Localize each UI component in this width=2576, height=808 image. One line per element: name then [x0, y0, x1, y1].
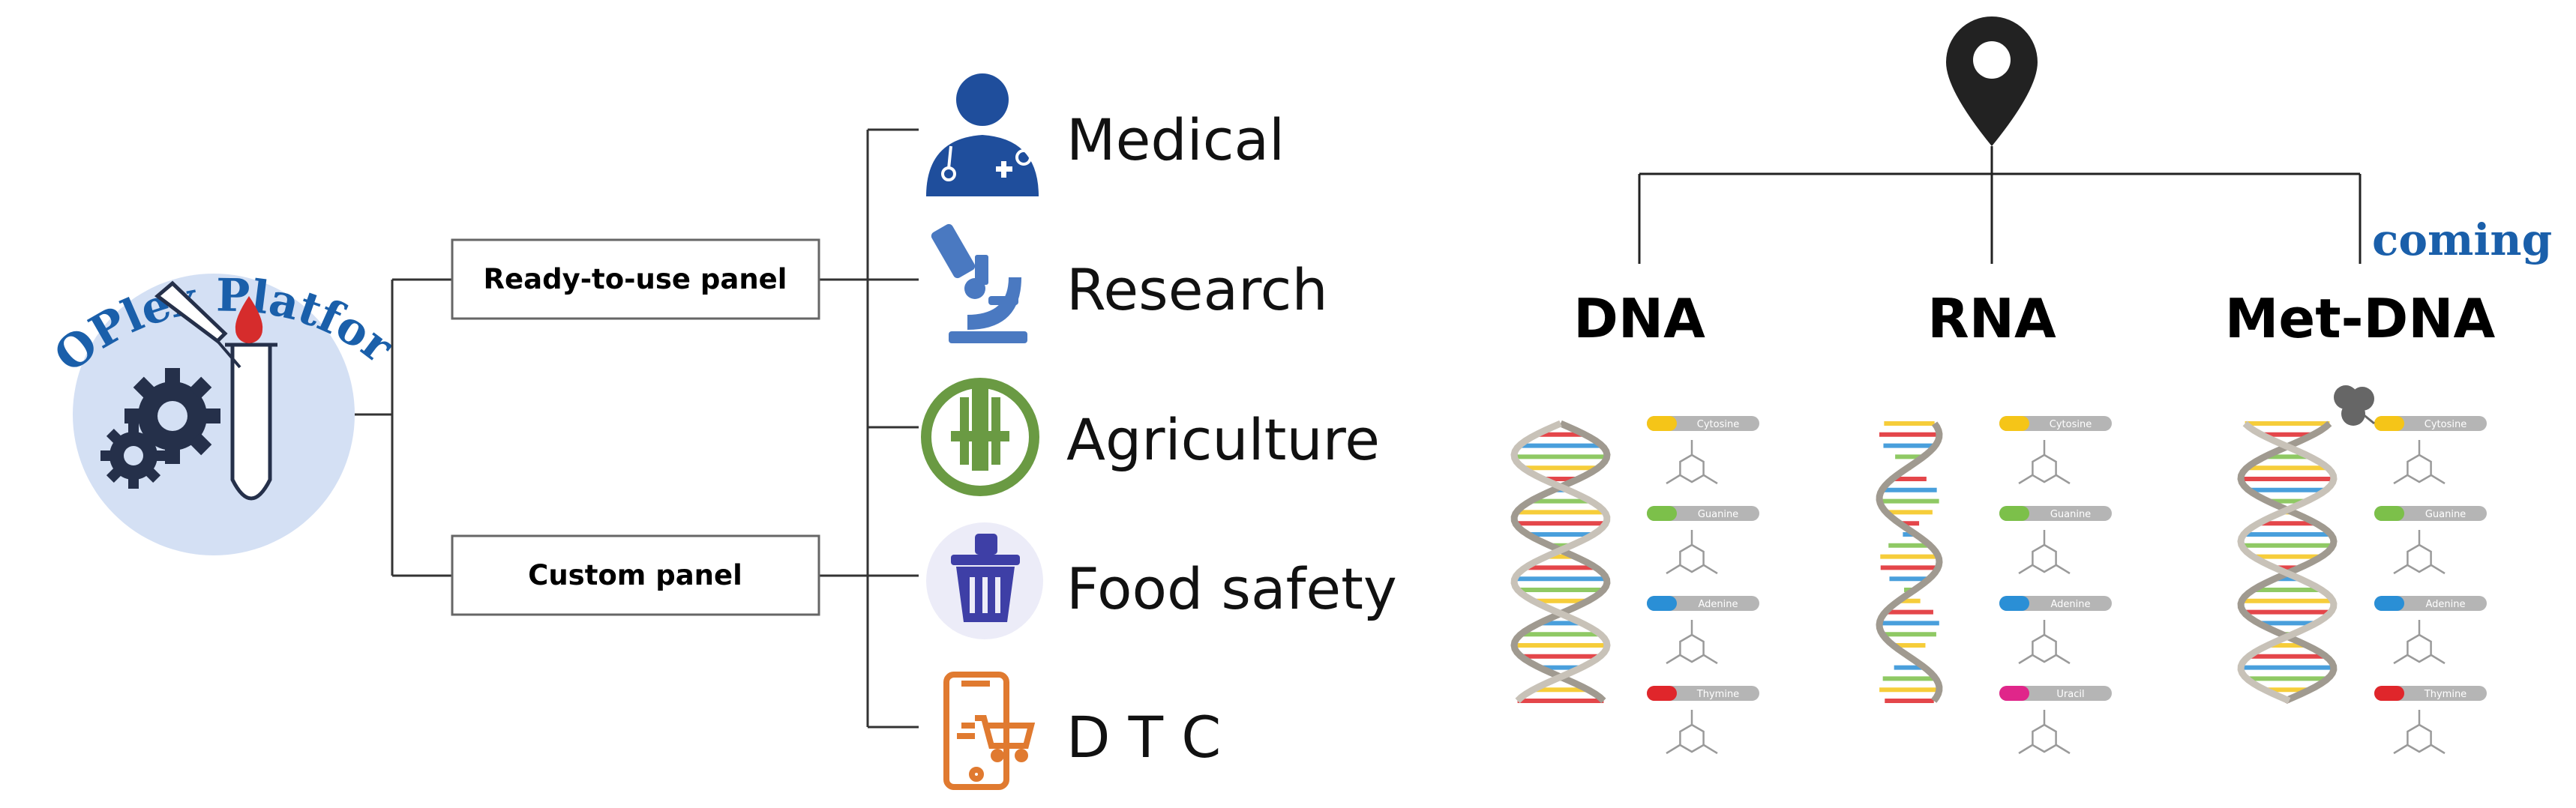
- test-tube-icon: [225, 343, 277, 501]
- base-label: Cytosine: [2050, 419, 2092, 430]
- panel-custom: Custom panel: [451, 534, 820, 616]
- helix-illustration: [1876, 421, 1943, 703]
- base-legend-item: Thymine: [1647, 686, 1759, 755]
- platform-logo: ATOPlex Platform: [0, 0, 403, 555]
- base-legend-item: Guanine: [1647, 506, 1759, 575]
- helix-illustration: [1510, 420, 1611, 704]
- molecule-label-met-dna: Met-DNA: [2225, 287, 2496, 350]
- helix-illustration: [2237, 420, 2338, 705]
- base-legend-item: Thymine: [2374, 686, 2487, 755]
- molecule-tree-connectors: [1638, 146, 2362, 264]
- application-medical: Medical: [926, 73, 1285, 196]
- location-pin-icon: [1946, 16, 2038, 146]
- base-label: Guanine: [2425, 509, 2466, 520]
- base-label: Adenine: [2425, 599, 2465, 610]
- molecule-label-dna: DNA: [1573, 287, 1705, 350]
- panel-label: Custom panel: [528, 559, 742, 591]
- base-label: Thymine: [2424, 689, 2467, 700]
- base-label: Uracil: [2056, 689, 2084, 700]
- application-research: Research: [931, 223, 1328, 343]
- base-label: Thymine: [1696, 689, 1739, 700]
- base-legend-item: Cytosine: [1999, 416, 2112, 485]
- base-label: Guanine: [2050, 509, 2091, 520]
- base-label: Adenine: [2050, 599, 2090, 610]
- base-legend-item: Cytosine: [2374, 416, 2487, 485]
- application-food-safety: Food safety: [926, 522, 1397, 639]
- base-legend-item: Uracil: [1999, 686, 2112, 755]
- base-legend-item: Guanine: [2374, 506, 2487, 575]
- base-legend-item: Cytosine: [1647, 416, 1759, 485]
- gears-icon: [100, 368, 220, 489]
- application-agriculture: Agriculture: [921, 378, 1380, 496]
- application-label: Research: [1066, 256, 1328, 323]
- coming-label: coming: [2372, 214, 2552, 265]
- application-label: Medical: [1066, 106, 1285, 173]
- base-label: Guanine: [1698, 509, 1738, 520]
- panel-ready-to-use: Ready-to-use panel: [451, 238, 820, 320]
- base-label: Cytosine: [2425, 419, 2467, 430]
- application-label: D T C: [1066, 704, 1221, 771]
- base-label: Adenine: [1698, 599, 1738, 610]
- pipette-icon: [154, 280, 241, 369]
- molecule-label-rna: RNA: [1927, 287, 2056, 350]
- panel-label: Ready-to-use panel: [484, 263, 787, 295]
- microscope-icon: [931, 223, 1027, 343]
- food-basket-icon: [951, 534, 1020, 622]
- base-legend-item: Adenine: [1647, 596, 1759, 665]
- base-legend-item: Guanine: [1999, 506, 2112, 575]
- methyl-group-icon: [2334, 385, 2375, 426]
- base-label: Cytosine: [1697, 419, 1739, 430]
- doctor-icon: [926, 73, 1039, 196]
- blood-drop-icon: [235, 296, 263, 343]
- platform-connectors: [355, 128, 919, 729]
- application-dtc: D T C: [943, 672, 1221, 790]
- base-legend-item: Adenine: [2374, 596, 2487, 665]
- base-legend-item: Adenine: [1999, 596, 2112, 665]
- agriculture-icon: [921, 378, 1039, 496]
- application-label: Food safety: [1066, 555, 1397, 622]
- mobile-shopping-icon: [943, 672, 1036, 790]
- application-label: Agriculture: [1066, 406, 1380, 473]
